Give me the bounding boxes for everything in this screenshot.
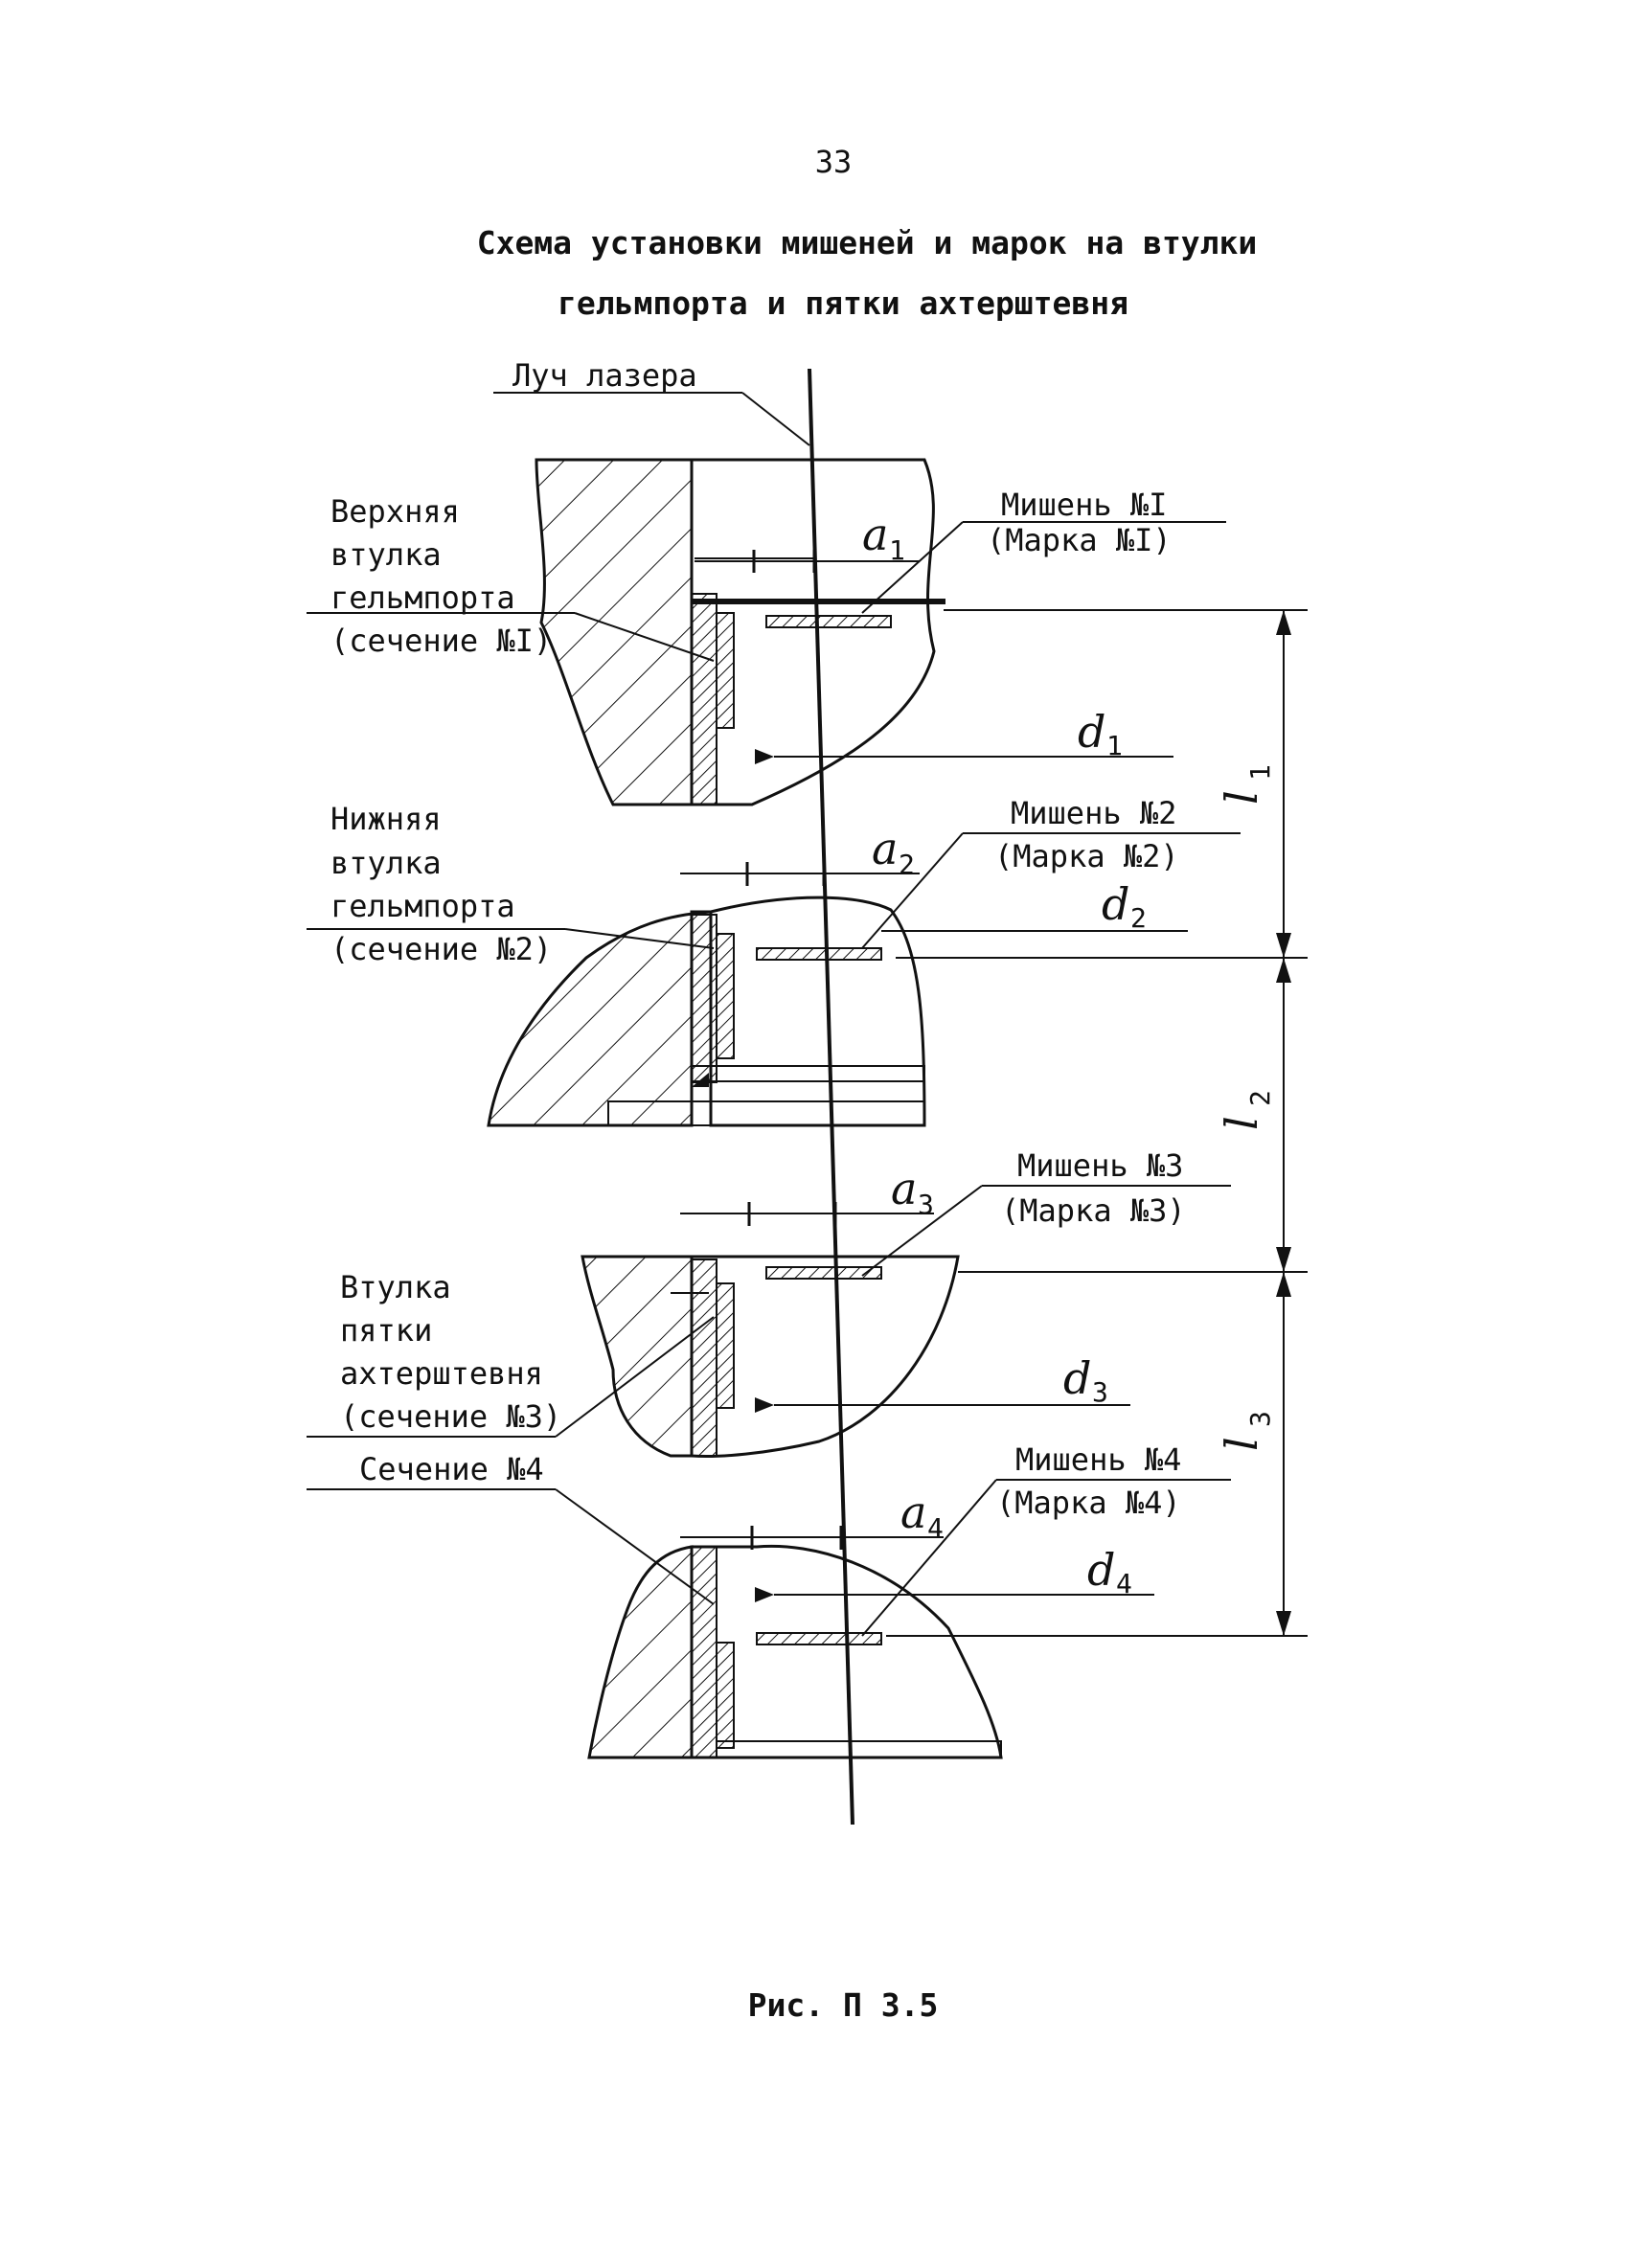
- l2-label: l: [1216, 1116, 1267, 1130]
- heel-label-2: пятки: [340, 1312, 432, 1349]
- heel-label-3: ахтерштевня: [340, 1355, 543, 1392]
- l1-sub: 1: [1244, 764, 1276, 781]
- d3-label: d: [1063, 1352, 1091, 1404]
- d4-label: d: [1087, 1544, 1115, 1596]
- section-4-drawing: [587, 1544, 1003, 1759]
- section-2-drawing: [487, 896, 926, 1127]
- laser-label: Луч лазера: [512, 357, 697, 394]
- lower-label-4: (сечение №2): [330, 931, 552, 967]
- target-2-label: Мишень №2: [1011, 795, 1176, 831]
- heel-label-1: Втулка: [340, 1269, 451, 1305]
- d2-sub: 2: [1130, 902, 1147, 934]
- a3-label: a: [891, 1163, 917, 1214]
- title-line-1: Схема установки мишеней и марок на втулк…: [477, 224, 1258, 261]
- a1-sub: 1: [889, 534, 905, 566]
- d1-sub: 1: [1106, 730, 1123, 761]
- upper-label-2: втулка: [330, 536, 442, 573]
- l3-sub: 3: [1244, 1411, 1276, 1427]
- mark-2-label: (Марка №2): [994, 838, 1179, 874]
- lower-label-2: втулка: [330, 845, 442, 881]
- a4-label: a: [900, 1486, 926, 1538]
- l3-label: l: [1216, 1437, 1267, 1451]
- figure-caption: Рис. П 3.5: [748, 1986, 939, 2024]
- upper-label-1: Верхняя: [330, 493, 460, 530]
- lower-label-3: гельмпорта: [330, 888, 515, 924]
- a2-sub: 2: [899, 849, 915, 880]
- l2-sub: 2: [1244, 1090, 1276, 1106]
- l1-label: l: [1216, 790, 1267, 805]
- laser-beam-line: [808, 368, 854, 1826]
- title-line-2: гельмпорта и пятки ахтерштевня: [558, 284, 1128, 322]
- d1-label: d: [1078, 706, 1105, 758]
- a1-label: a: [862, 509, 888, 560]
- d2-label: d: [1102, 878, 1129, 930]
- page-number: 33: [815, 144, 853, 180]
- heel-label-4: (сечение №3): [340, 1398, 561, 1435]
- lower-label-1: Нижняя: [330, 801, 442, 837]
- upper-label-3: гельмпорта: [330, 579, 515, 616]
- mark-1-label: (Марка №I): [987, 522, 1172, 558]
- d4-sub: 4: [1116, 1568, 1132, 1599]
- section-3-drawing: [581, 1255, 960, 1458]
- section-1-drawing: [535, 458, 945, 806]
- target-4-label: Мишень №4: [1015, 1441, 1181, 1478]
- target-1-label: Мишень №I: [1001, 487, 1167, 523]
- a2-label: a: [872, 823, 898, 874]
- section-4-label: Сечение №4: [359, 1451, 544, 1487]
- mark-3-label: (Марка №3): [1001, 1192, 1186, 1229]
- d3-sub: 3: [1092, 1376, 1108, 1408]
- a3-sub: 3: [918, 1189, 934, 1220]
- target-3-label: Мишень №3: [1017, 1147, 1183, 1184]
- a4-sub: 4: [927, 1512, 944, 1544]
- upper-label-4: (сечение №I): [330, 623, 552, 659]
- laser-leader-diag: [741, 392, 810, 446]
- mark-4-label: (Марка №4): [996, 1485, 1181, 1521]
